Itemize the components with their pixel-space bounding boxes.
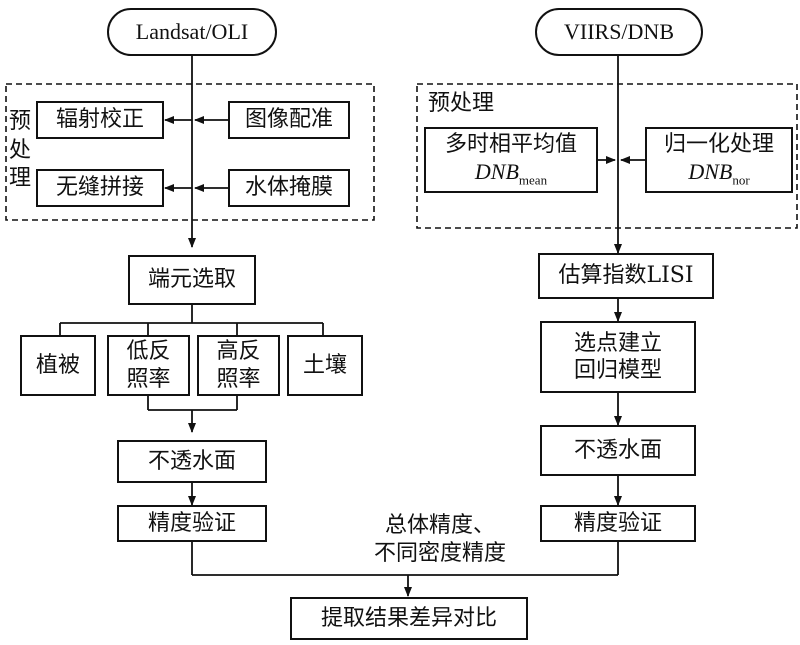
- viirs-dnb-source: VIIRS/DNB: [535, 8, 703, 56]
- left-impervious-surface-label: 不透水面: [147, 448, 236, 474]
- result-comparison-box: 提取结果差异对比: [290, 597, 528, 640]
- result-comparison-label: 提取结果差异对比: [320, 605, 497, 631]
- right-impervious-surface-box: 不透水面: [540, 425, 696, 476]
- accuracy-note-line1: 总体精度、: [384, 513, 495, 538]
- radiometric-correction-label: 辐射校正: [55, 107, 144, 133]
- seamless-mosaic-box: 无缝拼接: [36, 169, 164, 207]
- left-impervious-surface-box: 不透水面: [117, 440, 267, 483]
- left-accuracy-validation-box: 精度验证: [117, 505, 267, 542]
- regression-model-box: 选点建立 回归模型: [540, 321, 696, 393]
- dnb-mean-subscript: mean: [518, 172, 548, 188]
- normalization-box: 归一化处理 DNBnor: [645, 127, 793, 193]
- right-accuracy-validation-box: 精度验证: [540, 505, 696, 542]
- endmember-selection-box: 端元选取: [128, 255, 256, 305]
- water-mask-label: 水体掩膜: [244, 175, 333, 201]
- dnb-nor-subscript: nor: [732, 172, 750, 188]
- dnb-nor-formula: DNBnor: [688, 158, 749, 189]
- vegetation-label: 植被: [35, 352, 80, 378]
- lisi-estimation-label: 估算指数LISI: [558, 263, 694, 289]
- lisi-estimation-box: 估算指数LISI: [538, 253, 714, 299]
- vegetation-box: 植被: [20, 335, 96, 396]
- viirs-dnb-label: VIIRS/DNB: [563, 19, 674, 45]
- image-registration-label: 图像配准: [244, 107, 333, 133]
- seamless-mosaic-label: 无缝拼接: [55, 175, 144, 201]
- accuracy-note-line2: 不同密度精度: [373, 540, 506, 566]
- dnb-nor-var: DNB: [688, 159, 733, 185]
- landsat-oli-source: Landsat/OLI: [107, 8, 277, 56]
- low-albedo-box: 低反 照率: [107, 335, 190, 396]
- accuracy-note: 总体精度、 不同密度精度: [350, 512, 530, 567]
- normalization-label: 归一化处理: [663, 131, 774, 157]
- right-preprocess-label: 预处理: [428, 90, 494, 118]
- multitemporal-mean-box: 多时相平均值 DNBmean: [424, 127, 598, 193]
- image-registration-box: 图像配准: [228, 101, 350, 139]
- regression-model-label-line1: 选点建立: [573, 330, 662, 356]
- soil-box: 土壤: [287, 335, 363, 396]
- high-albedo-box: 高反 照率: [197, 335, 280, 396]
- water-mask-box: 水体掩膜: [228, 169, 350, 207]
- left-preprocess-region: [5, 83, 375, 221]
- soil-label: 土壤: [302, 352, 347, 378]
- right-accuracy-validation-label: 精度验证: [573, 510, 662, 536]
- dnb-mean-var: DNB: [474, 159, 519, 185]
- dnb-mean-formula: DNBmean: [475, 158, 547, 189]
- right-preprocess-region: [416, 83, 798, 229]
- high-albedo-label-line1: 高反: [216, 339, 261, 364]
- low-albedo-label-line1: 低反: [126, 339, 171, 364]
- left-preprocess-text: 预处理: [8, 109, 31, 192]
- left-accuracy-validation-label: 精度验证: [147, 510, 236, 536]
- high-albedo-label-line2: 照率: [216, 366, 261, 392]
- right-preprocess-text: 预处理: [428, 91, 495, 116]
- radiometric-correction-box: 辐射校正: [36, 101, 164, 139]
- low-albedo-label-line2: 照率: [126, 366, 171, 392]
- right-impervious-surface-label: 不透水面: [573, 437, 662, 463]
- left-preprocess-label: 预处理: [8, 108, 32, 194]
- endmember-selection-label: 端元选取: [147, 267, 236, 293]
- multitemporal-mean-label: 多时相平均值: [444, 131, 577, 157]
- regression-model-label-line2: 回归模型: [573, 358, 662, 383]
- landsat-oli-label: Landsat/OLI: [135, 19, 249, 45]
